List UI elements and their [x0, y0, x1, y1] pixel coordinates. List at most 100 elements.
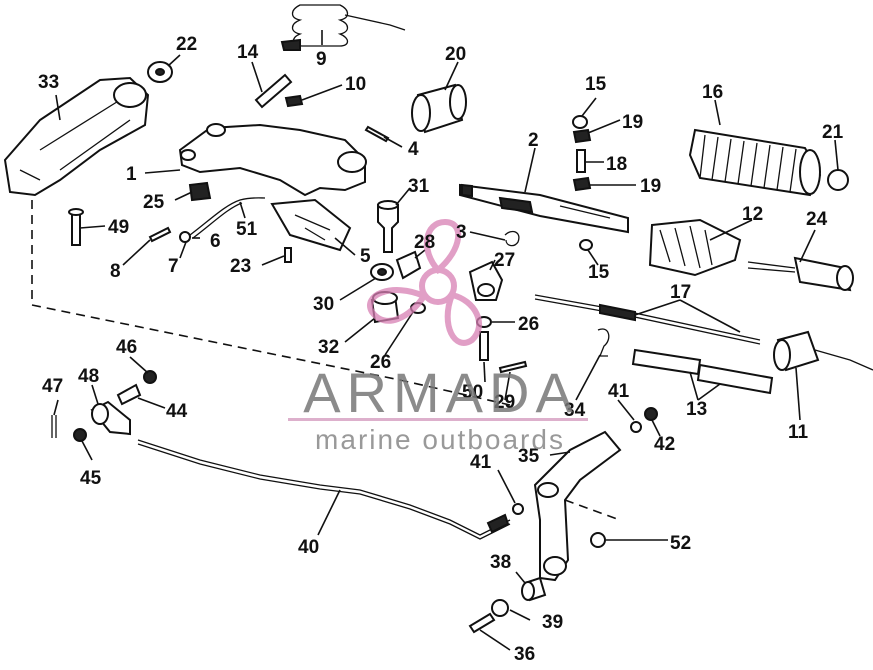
part-36-bolt	[468, 612, 496, 634]
callout-52: 52	[670, 533, 691, 554]
callout-3: 3	[456, 222, 467, 243]
part-33-housing	[3, 76, 150, 197]
callout-50: 50	[462, 382, 483, 403]
part-38-bushing	[521, 576, 547, 602]
callout-36: 36	[514, 644, 535, 665]
part-15-ball-b	[579, 239, 593, 251]
callout-2: 2	[528, 130, 539, 151]
watermark-brand: ARMADA	[303, 361, 579, 424]
part-11-cable-end	[773, 330, 873, 372]
callout-27: 27	[494, 250, 515, 271]
callout-19-top: 19	[622, 112, 643, 133]
callout-19-bottom: 19	[640, 176, 661, 197]
part-28-block	[395, 250, 422, 280]
part-3-clip	[504, 230, 520, 247]
part-12-throttle-core	[648, 218, 742, 277]
part-13-tube-b	[696, 363, 774, 395]
callout-51: 51	[236, 219, 258, 240]
callout-12: 12	[742, 204, 763, 225]
part-9-spring	[280, 4, 406, 51]
part-10-clip	[284, 94, 304, 108]
watermark-divider	[288, 418, 588, 421]
part-46-nut	[143, 370, 157, 384]
part-19-spring-b	[572, 176, 592, 192]
propeller-logo-icon	[367, 218, 483, 346]
callout-41-top: 41	[608, 381, 630, 402]
callout-7: 7	[168, 256, 179, 277]
callout-28: 28	[414, 232, 435, 253]
part-44-ball-stud	[116, 383, 142, 406]
callout-23: 23	[230, 256, 251, 277]
callout-4: 4	[408, 139, 419, 160]
callout-49: 49	[108, 217, 129, 238]
part-14-pin	[254, 73, 293, 109]
part-48-rod-end	[90, 400, 131, 436]
callout-16: 16	[702, 82, 723, 103]
callout-13: 13	[686, 399, 707, 420]
callout-46: 46	[116, 337, 137, 358]
callout-15-top: 15	[585, 74, 607, 95]
part-17-throttle-cable	[534, 294, 761, 345]
part-41-washer-a	[630, 421, 642, 433]
callout-41-bottom: 41	[470, 452, 492, 473]
part-34-clip	[597, 328, 610, 357]
part-50-screw	[479, 331, 489, 361]
callout-34: 34	[564, 400, 586, 421]
callout-31: 31	[408, 176, 430, 197]
part-49-bolt	[71, 211, 81, 246]
part-1-control-arm	[178, 123, 366, 197]
callout-26-right: 26	[518, 314, 539, 335]
part-42-nut	[644, 407, 658, 421]
part-shapes	[3, 4, 873, 634]
callout-17: 17	[670, 282, 691, 303]
callout-33: 33	[38, 72, 59, 93]
callout-21: 21	[822, 122, 844, 143]
callout-24: 24	[806, 209, 828, 230]
watermark-tagline: marine outboards	[315, 424, 565, 455]
callout-9: 9	[316, 49, 327, 70]
callout-48: 48	[78, 366, 99, 387]
part-13-tube-a	[631, 348, 702, 376]
part-25-nut	[188, 181, 212, 202]
callout-labels: 33 22 14 9 10 20 4 1 25 49 51 6 7 8 23 5…	[38, 34, 844, 665]
part-4-pin	[364, 125, 390, 143]
part-20-sleeve	[411, 83, 467, 134]
callout-22: 22	[176, 34, 197, 55]
callout-5: 5	[360, 246, 371, 267]
callout-26-left: 26	[370, 352, 391, 373]
callout-10: 10	[345, 74, 366, 95]
part-52-washer	[590, 532, 606, 548]
part-51-wire	[189, 197, 266, 236]
part-24-knob	[747, 256, 854, 292]
callout-11: 11	[788, 422, 809, 443]
callout-35: 35	[518, 446, 540, 467]
callout-42: 42	[654, 434, 675, 455]
part-19-spring-a	[572, 128, 592, 144]
callout-8: 8	[110, 261, 121, 282]
leader-lines	[53, 30, 839, 651]
part-21-end-cap	[827, 169, 849, 191]
part-23-screw	[284, 247, 292, 263]
callout-15-bottom: 15	[588, 262, 610, 283]
callout-25: 25	[143, 192, 165, 213]
callout-47: 47	[42, 376, 63, 397]
part-2-shift-shaft	[459, 183, 629, 234]
part-45-nut	[73, 428, 87, 442]
callout-6: 6	[210, 231, 221, 252]
part-31-plug	[377, 200, 399, 253]
callout-44: 44	[166, 401, 188, 422]
part-16-handle-grip	[688, 128, 822, 197]
callout-1: 1	[126, 164, 137, 185]
part-8-screw	[148, 226, 172, 243]
callout-38: 38	[490, 552, 511, 573]
callout-40: 40	[298, 537, 319, 558]
part-15-ball-a	[572, 115, 588, 129]
part-40-shift-rod	[137, 439, 511, 536]
part-39-washer	[491, 599, 509, 617]
part-41-washer-b	[512, 503, 524, 515]
callout-20: 20	[445, 44, 466, 65]
part-47-cotter-pin	[51, 415, 57, 438]
callout-45: 45	[80, 468, 102, 489]
part-29-pin	[498, 360, 528, 374]
